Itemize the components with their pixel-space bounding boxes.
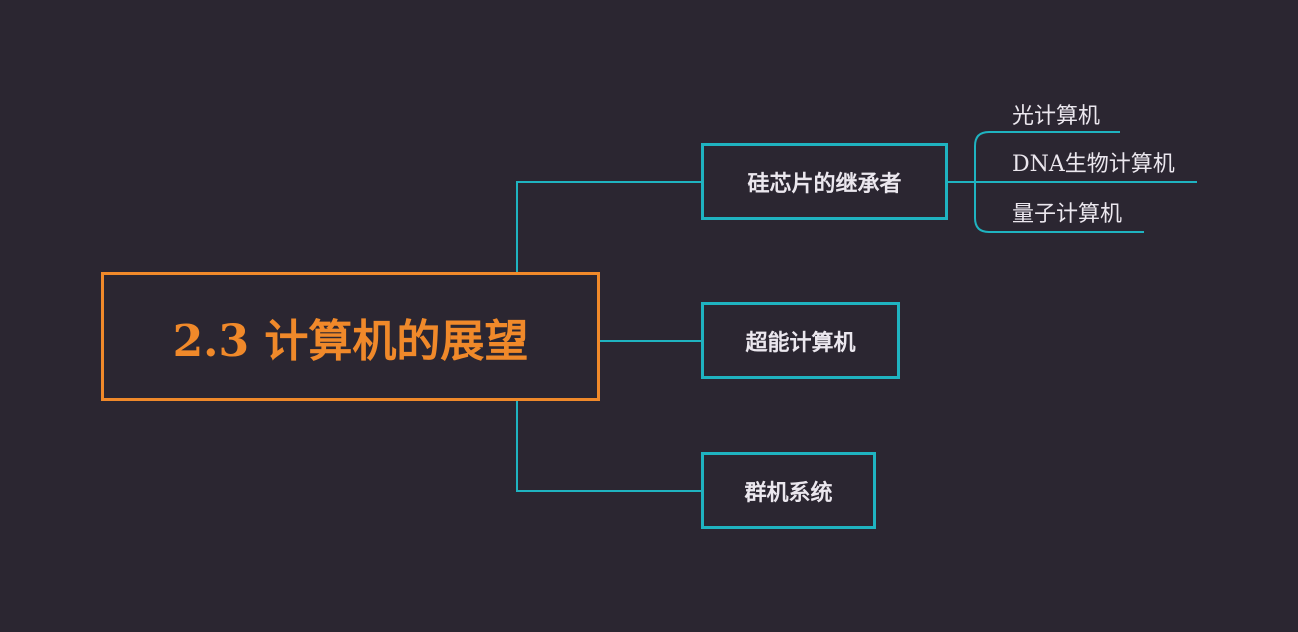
leaf-node-optical-computer[interactable]: 光计算机 bbox=[1012, 104, 1101, 129]
branch-label: 硅芯片的继承者 bbox=[747, 171, 902, 197]
branch-node-super-computer[interactable]: 超能计算机 bbox=[701, 302, 900, 379]
branch-node-silicon-successor[interactable]: 硅芯片的继承者 bbox=[701, 143, 948, 220]
connector-root-to-silicon bbox=[516, 181, 701, 272]
root-topic-label: 2.3 计算机的展望 bbox=[172, 315, 529, 367]
branch-label: 超能计算机 bbox=[745, 330, 856, 356]
leaf-node-dna-computer[interactable]: DNA生物计算机 bbox=[1012, 152, 1175, 177]
connector-root-to-cluster bbox=[516, 401, 701, 492]
branch-node-cluster-system[interactable]: 群机系统 bbox=[701, 452, 876, 529]
connector-leaf-optical bbox=[974, 131, 1120, 182]
leaf-node-quantum-computer[interactable]: 量子计算机 bbox=[1012, 202, 1123, 227]
connector-leaf-quantum bbox=[974, 182, 1144, 233]
branch-label: 群机系统 bbox=[744, 480, 833, 506]
root-topic-node[interactable]: 2.3 计算机的展望 bbox=[101, 272, 600, 401]
